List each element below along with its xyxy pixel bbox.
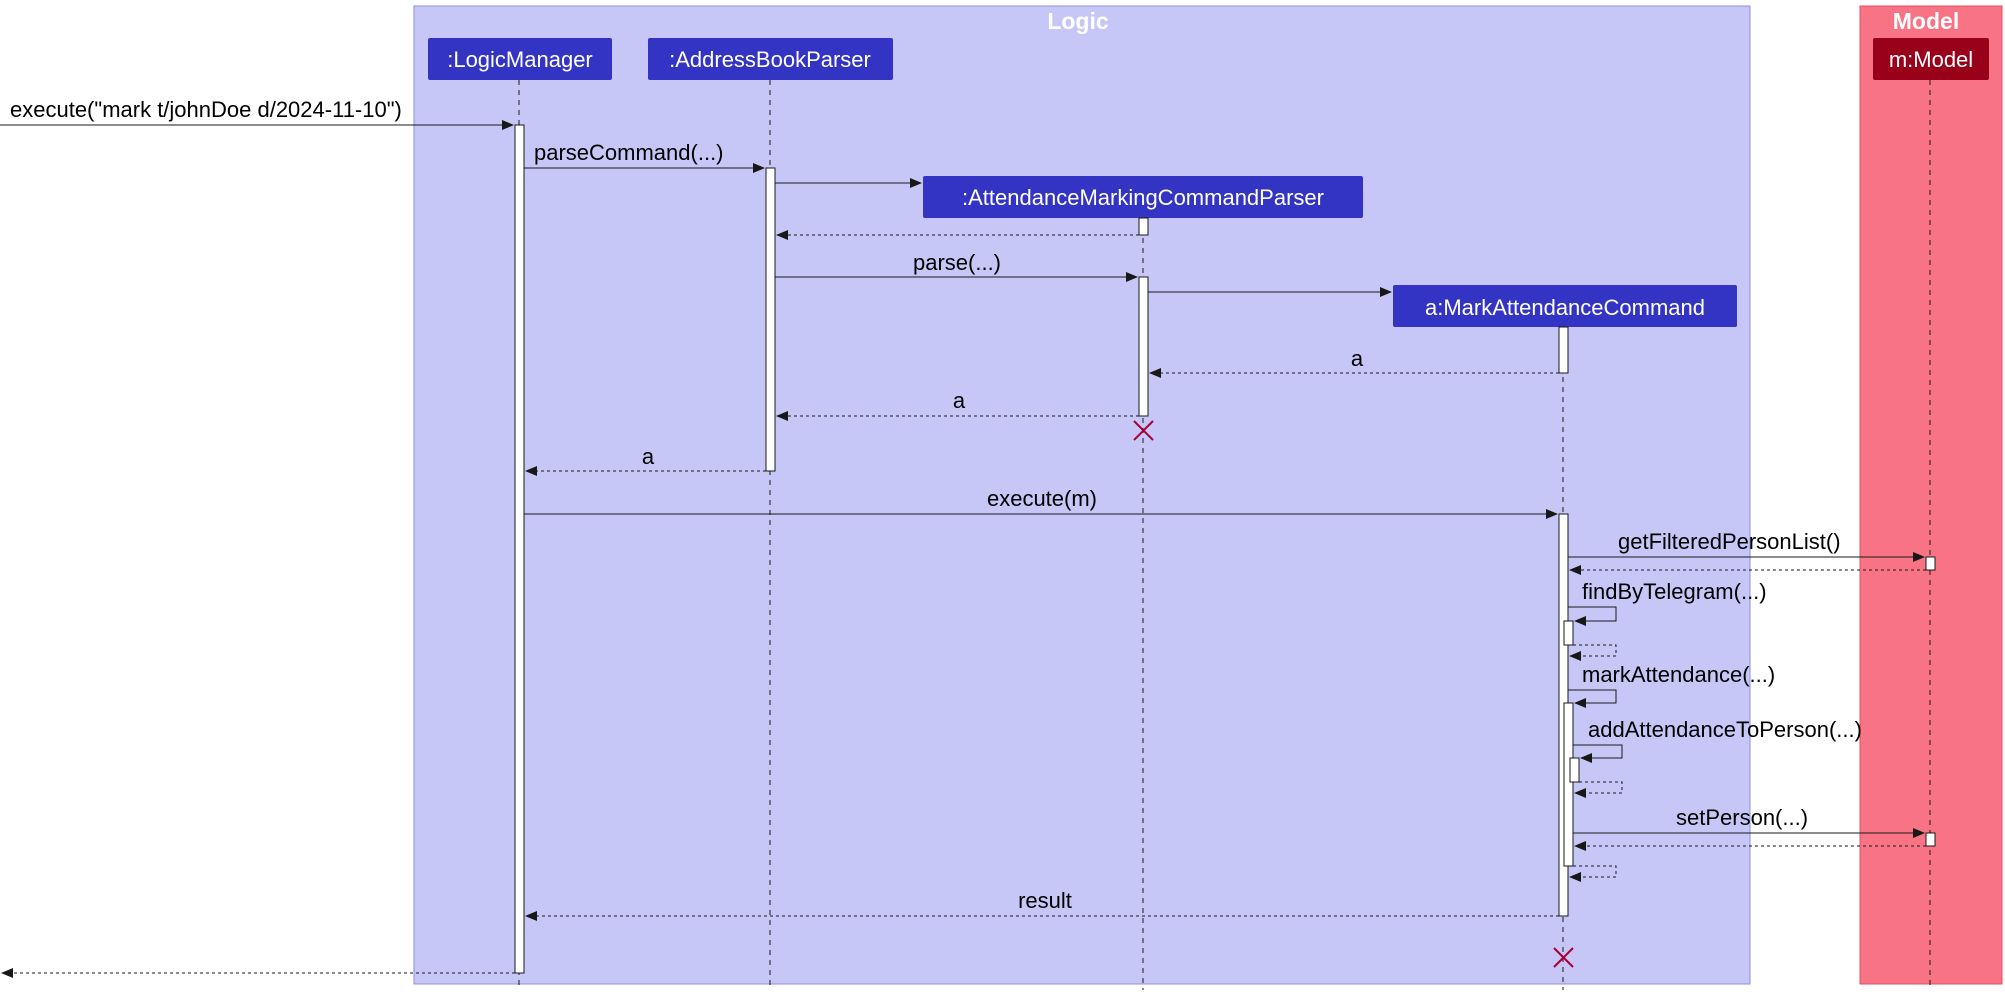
activation-model-set-person [1925,832,1936,847]
logic-box: Logic [413,5,1751,985]
participant-attendance-marking-command-parser-label: :AttendanceMarkingCommandParser [962,185,1324,210]
logic-box-title: Logic [1047,8,1109,34]
message-add-attendance-to-person-arrow [1573,744,1623,763]
participant-mark-attendance-command: a:MarkAttendanceCommand [1393,285,1737,327]
destroy-marker-parser [1133,420,1154,441]
message-return-add-arrow [1574,781,1623,798]
participant-logic-manager-label: :LogicManager [447,47,593,72]
participant-model-label: m:Model [1889,47,1973,72]
message-mark-attendance-label: markAttendance(...) [1582,662,1775,687]
participant-model: m:Model [1873,38,1989,80]
participant-mark-attendance-command-box [1393,285,1737,327]
participant-address-book-parser: :AddressBookParser [648,38,893,80]
model-box: Model [1859,5,2003,985]
message-set-person-label: setPerson(...) [1676,805,1808,830]
message-result-label: result [1018,888,1072,913]
message-return-find-arrow [1569,644,1617,661]
message-return-mark-arrow [1569,865,1617,882]
message-get-filtered-person-list-label: getFilteredPersonList() [1618,529,1841,554]
participant-mark-attendance-command-label: a:MarkAttendanceCommand [1425,295,1705,320]
model-box-background [1859,5,2003,985]
participant-attendance-marking-command-parser: :AttendanceMarkingCommandParser [923,176,1363,218]
message-parse-label: parse(...) [913,250,1001,275]
participant-address-book-parser-box [648,38,893,80]
activation-find-by-telegram [1563,620,1574,646]
activation-parser-parse [1138,276,1149,417]
participant-address-book-parser-label: :AddressBookParser [669,47,871,72]
message-return-a-1-label: a [1351,346,1364,371]
message-mark-attendance-arrow [1568,689,1617,708]
message-labels: execute("mark t/johnDoe d/2024-11-10") p… [10,97,1862,913]
activation-address-book-parser [765,167,776,472]
message-return-a-2-label: a [953,388,966,413]
destroy-markers [1133,420,1574,968]
logic-box-background [413,5,1751,985]
activation-logic-manager [514,124,525,974]
destroy-marker-command [1553,947,1574,968]
message-return-a-3-label: a [642,444,655,469]
participant-model-box [1873,38,1989,80]
activations [514,124,1936,974]
activation-add-attendance [1569,757,1580,783]
activation-parser-create [1138,217,1149,236]
message-add-attendance-to-person-label: addAttendanceToPerson(...) [1588,717,1862,742]
message-execute-input-label: execute("mark t/johnDoe d/2024-11-10") [10,97,402,122]
activation-mark-attendance [1563,702,1574,867]
message-find-by-telegram-arrow [1568,606,1617,626]
message-parse-command-label: parseCommand(...) [534,140,724,165]
participant-logic-manager-box [428,38,612,80]
model-box-title: Model [1893,8,1959,34]
message-execute-m-label: execute(m) [987,486,1097,511]
activation-command-create [1558,326,1569,374]
message-find-by-telegram-label: findByTelegram(...) [1582,579,1767,604]
participant-logic-manager: :LogicManager [428,38,612,80]
participant-attendance-marking-command-parser-box [923,176,1363,218]
messages [0,120,1926,978]
activation-model-get-list [1925,556,1936,571]
